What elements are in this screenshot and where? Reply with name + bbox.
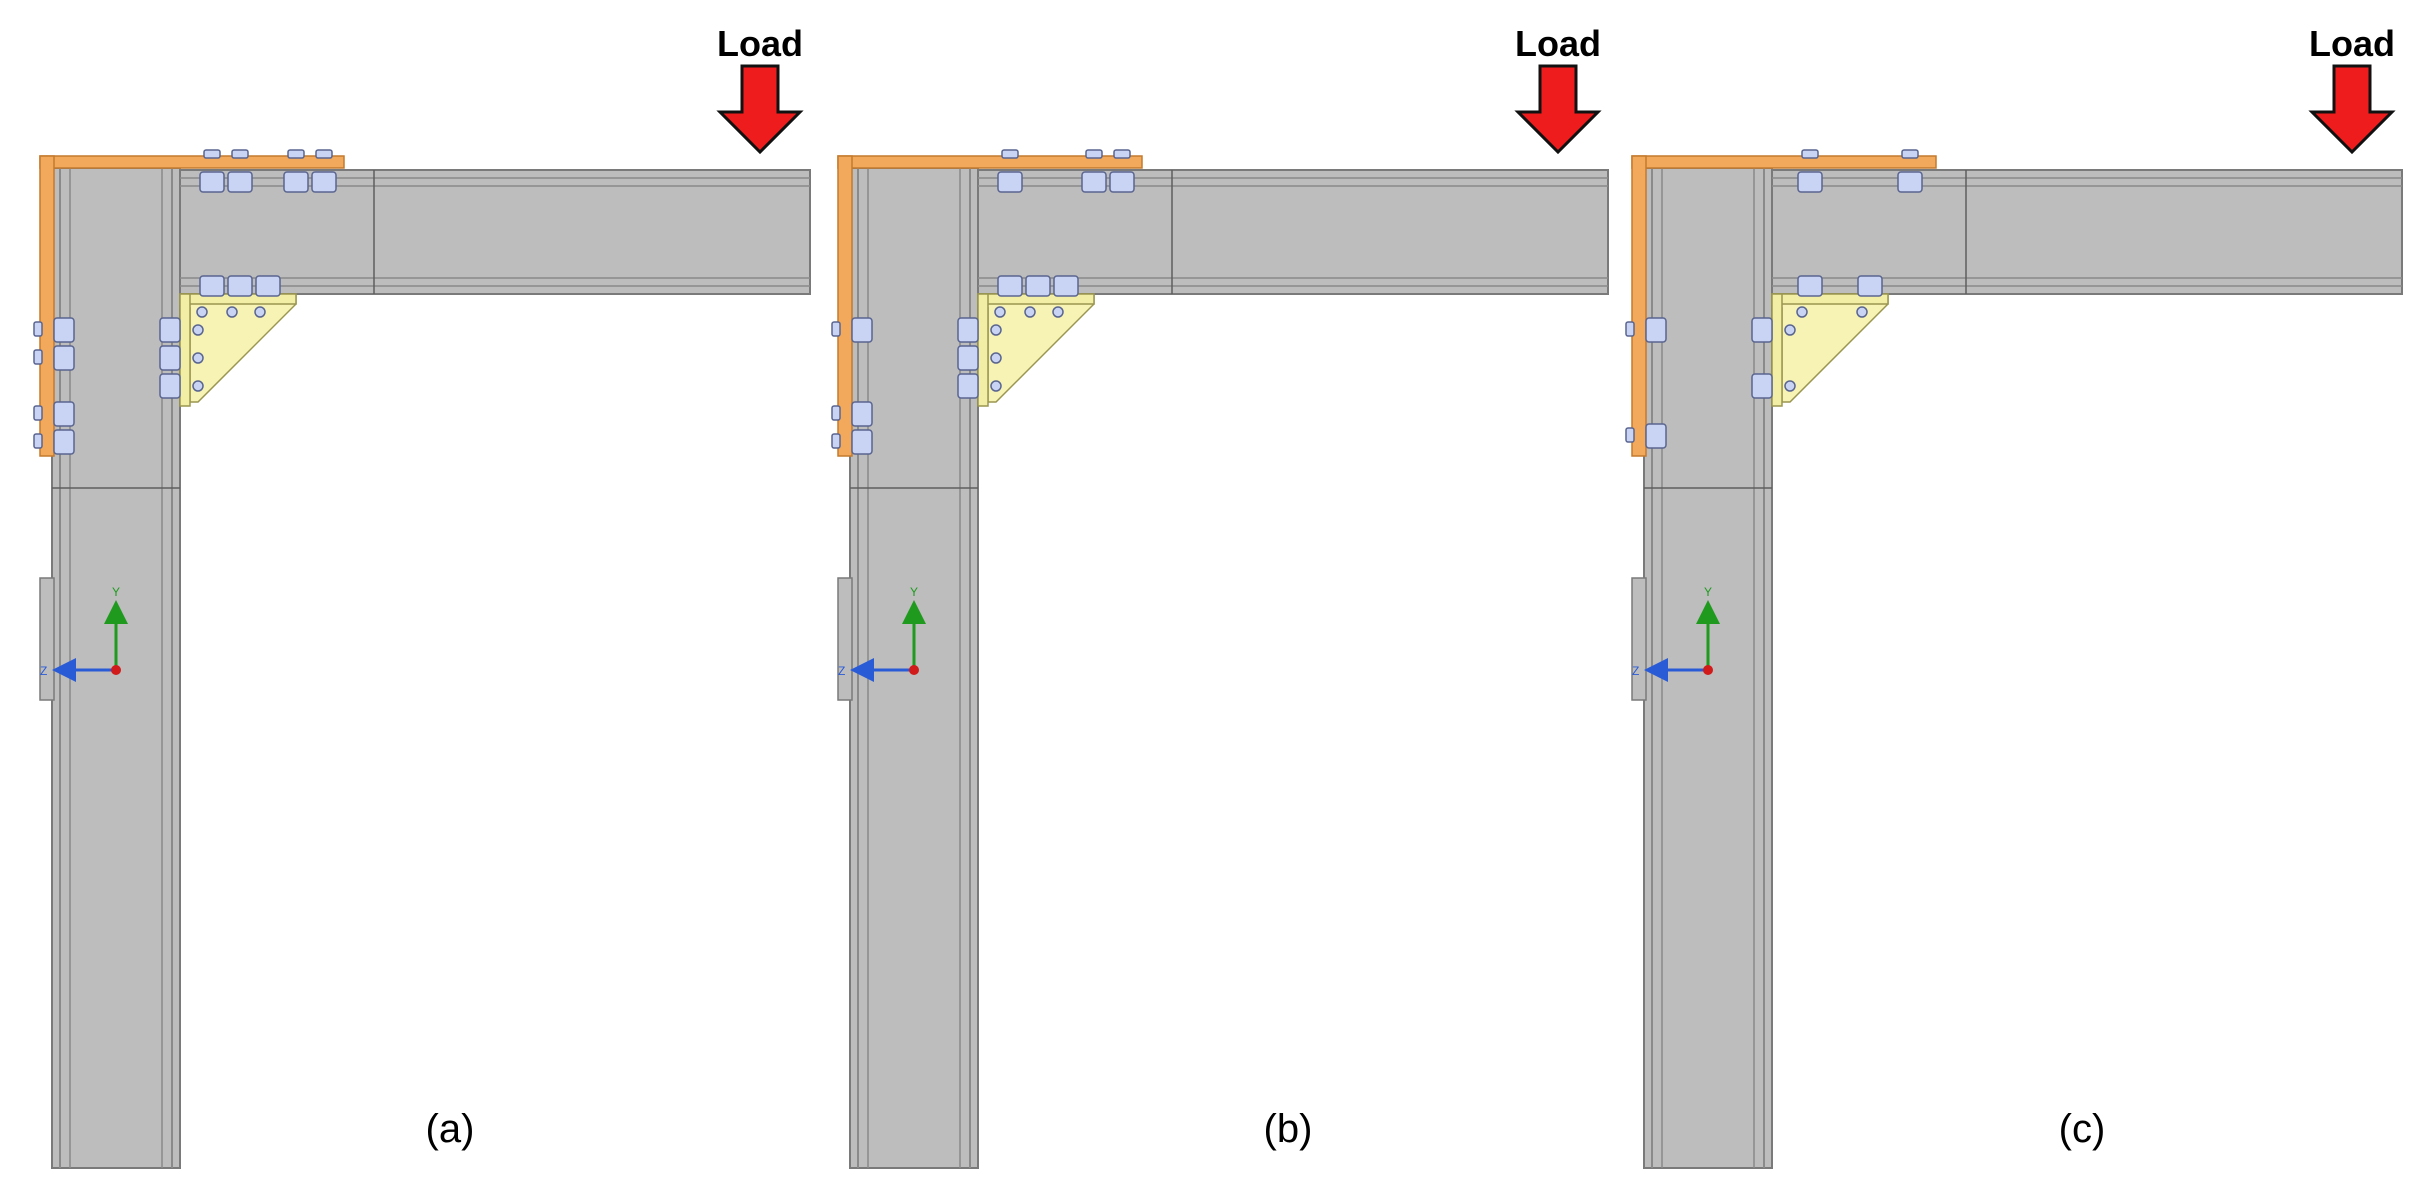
load-arrow: Load bbox=[716, 23, 804, 155]
load-arrow: Load bbox=[1514, 23, 1602, 155]
top-angle bbox=[39, 155, 345, 457]
axis-z-label: Z bbox=[1632, 664, 1639, 678]
seat-angle bbox=[977, 293, 1095, 407]
panel-a: Load Y Z (a) bbox=[33, 23, 811, 1169]
axis-y-label: Y bbox=[910, 585, 918, 599]
seat-angle bbox=[179, 293, 297, 407]
load-label: Load bbox=[717, 23, 803, 64]
axis-y-label: Y bbox=[112, 585, 120, 599]
bolts bbox=[831, 149, 1135, 455]
panel-caption-b: (b) bbox=[1264, 1107, 1313, 1151]
top-angle bbox=[837, 155, 1143, 457]
load-label: Load bbox=[1515, 23, 1601, 64]
load-arrow: Load bbox=[2308, 23, 2396, 155]
panel-c: Load Y Z (c) bbox=[1625, 23, 2403, 1169]
axis-y-label: Y bbox=[1704, 585, 1712, 599]
axis-triad: Y Z bbox=[838, 585, 926, 682]
axis-triad: Y Z bbox=[1632, 585, 1720, 682]
load-label: Load bbox=[2309, 23, 2395, 64]
bolts bbox=[33, 149, 337, 455]
panel-b: Load Y Z (b) bbox=[831, 23, 1609, 1169]
panel-caption-c: (c) bbox=[2059, 1107, 2106, 1151]
top-angle bbox=[1631, 155, 1937, 457]
axis-z-label: Z bbox=[838, 664, 845, 678]
seat-angle bbox=[1771, 293, 1889, 407]
axis-triad: Y Z bbox=[40, 585, 128, 682]
panel-caption-a: (a) bbox=[426, 1107, 475, 1151]
axis-z-label: Z bbox=[40, 664, 47, 678]
bolts bbox=[1625, 149, 1923, 449]
